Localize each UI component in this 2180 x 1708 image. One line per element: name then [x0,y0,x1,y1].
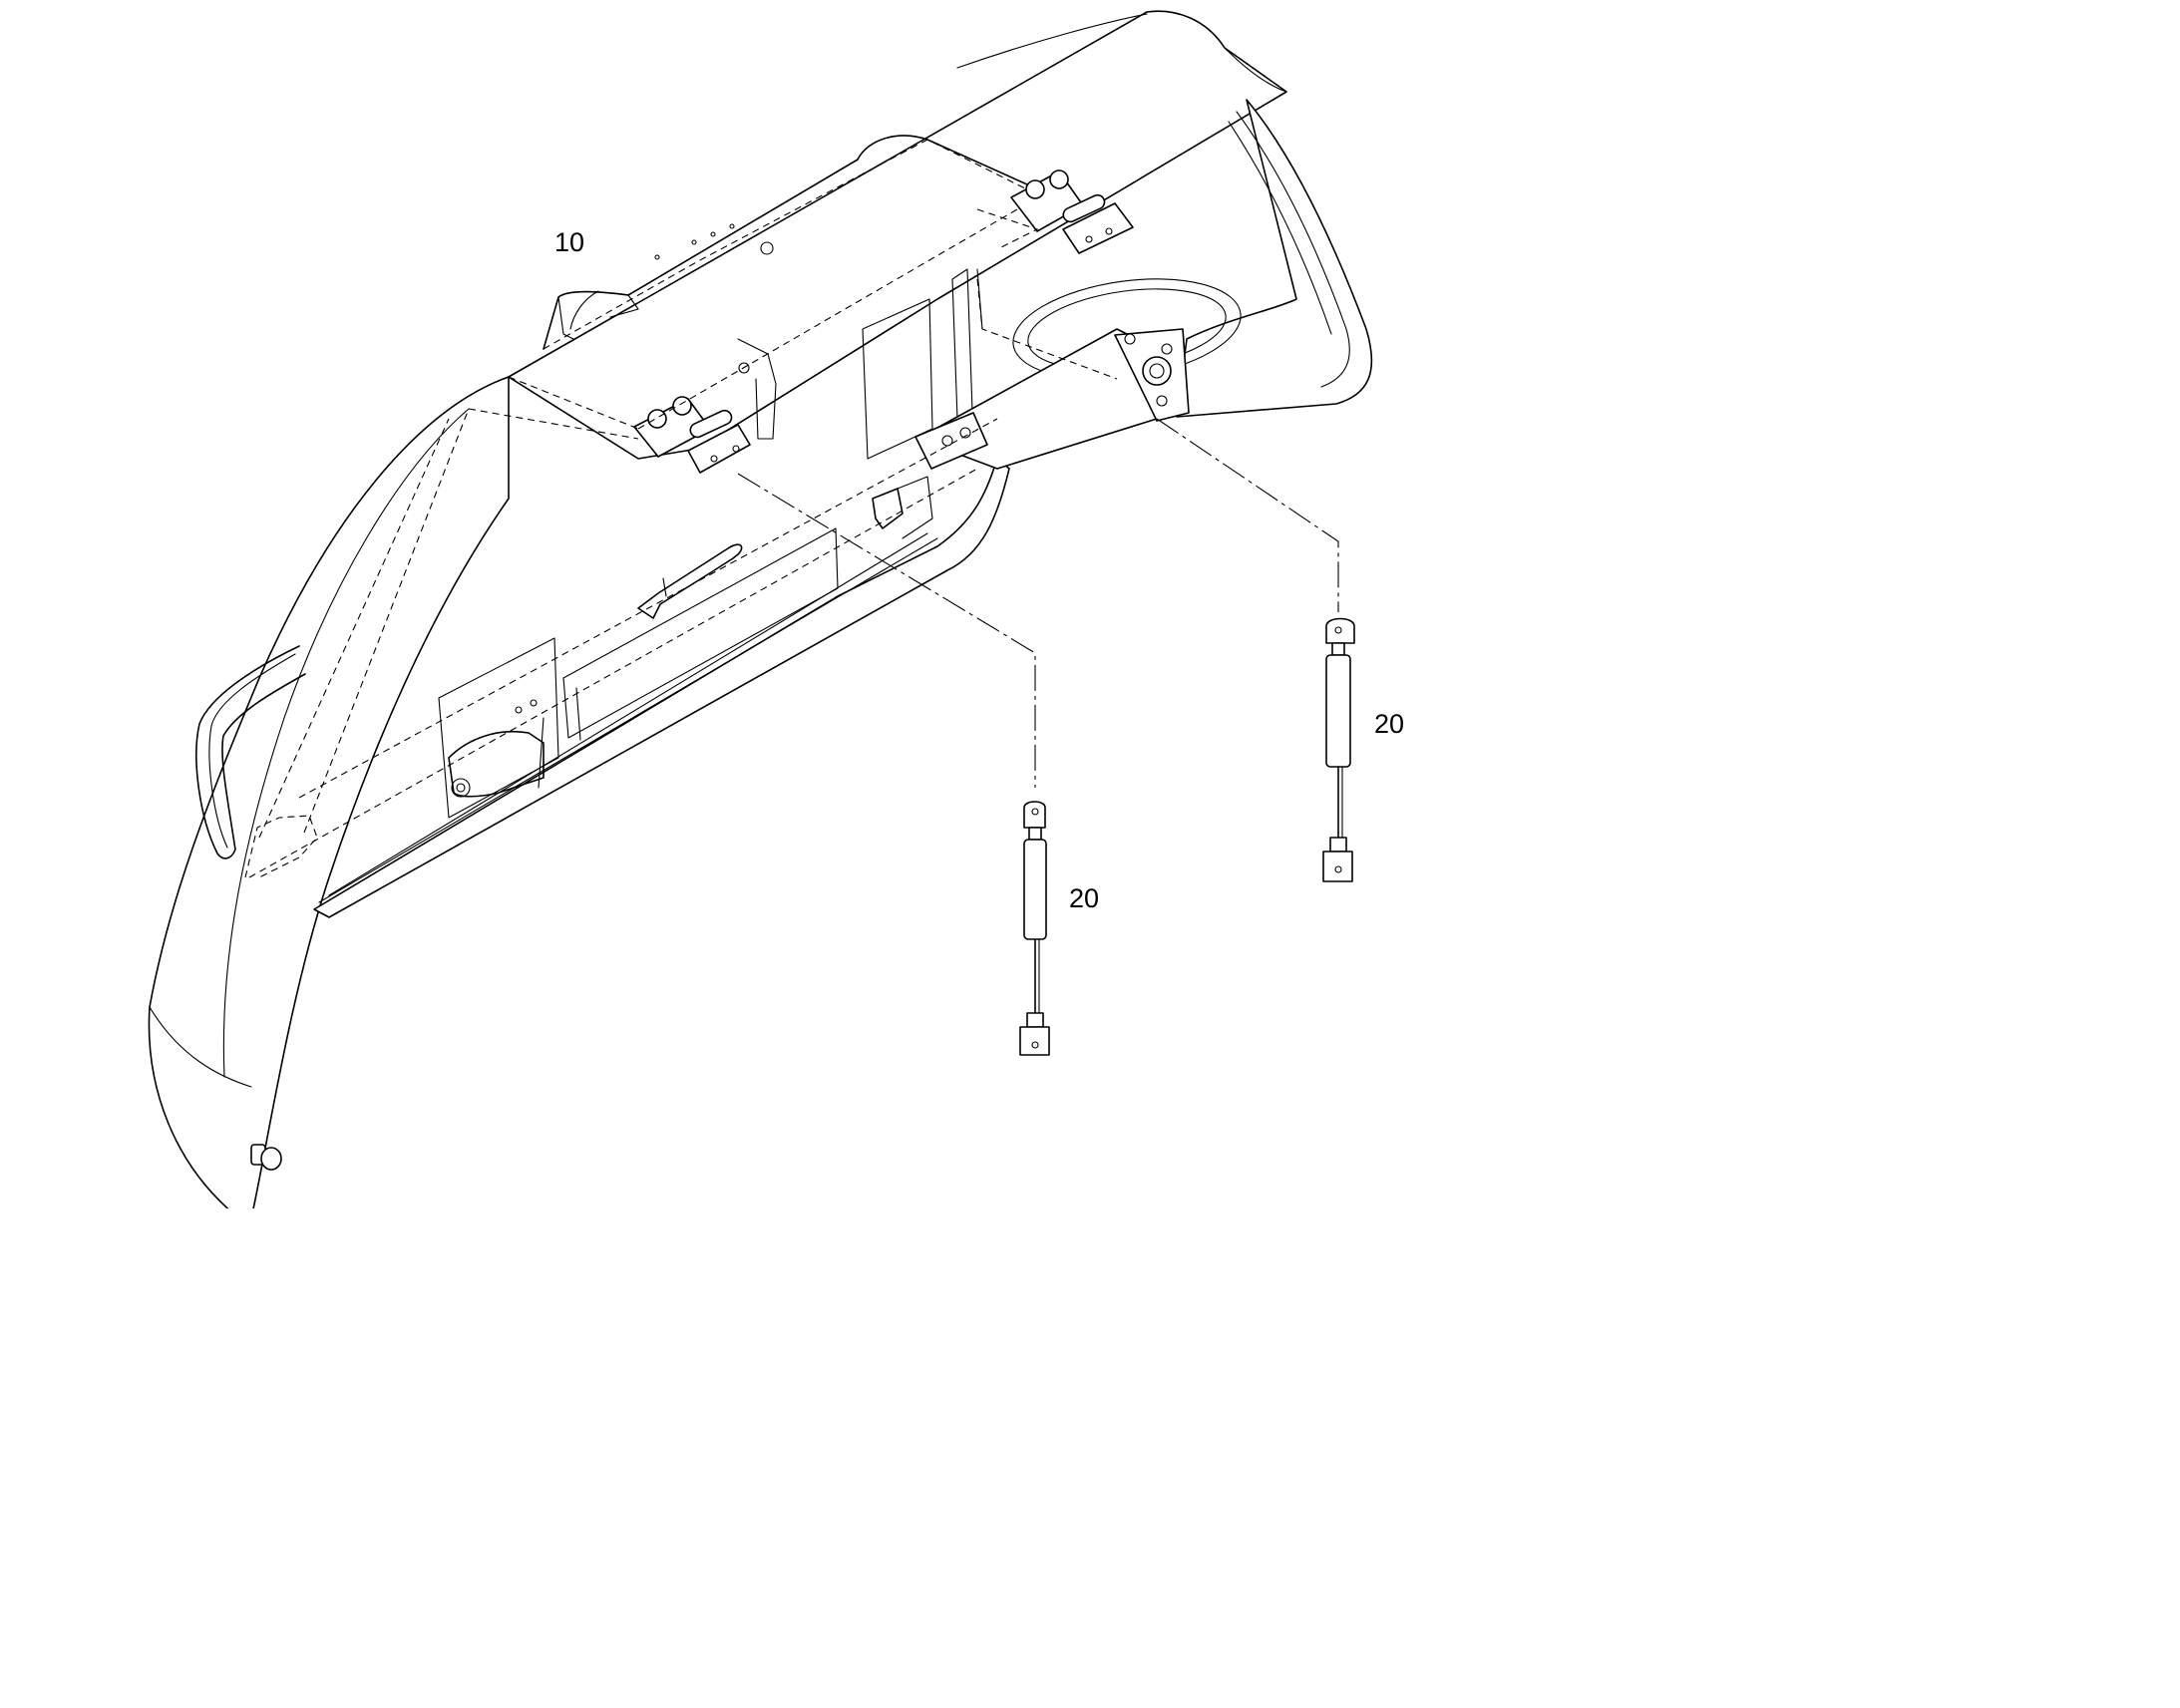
hood-hook-bracket [637,543,743,619]
hood-right-tray [1176,99,1373,418]
hidden-frame-lines [248,139,1118,878]
hood-latch [448,730,545,798]
hood-assembly [148,10,1373,1208]
hood-top-frame [543,135,1028,350]
gas-strut-left [1019,801,1050,1056]
hood-handle-loop [195,645,306,859]
centerline-right-strut [1156,418,1339,612]
hood-front-shell [148,376,510,1208]
hinge-left [633,338,777,474]
hood-bottom-knob [250,1144,282,1171]
hood-top-panel [508,10,1287,460]
hood-lower-rail [313,458,1010,918]
hinge-right [1010,170,1134,254]
callout-20-left: 20 [1069,883,1099,913]
gas-strut-right [1322,617,1355,882]
hood-right-catch [872,488,904,529]
callout-20-right: 20 [1374,709,1404,739]
hood-support-arm [914,328,1190,470]
callout-10: 10 [554,227,584,257]
exploded-parts-diagram: 10 20 20 [148,10,1404,1208]
